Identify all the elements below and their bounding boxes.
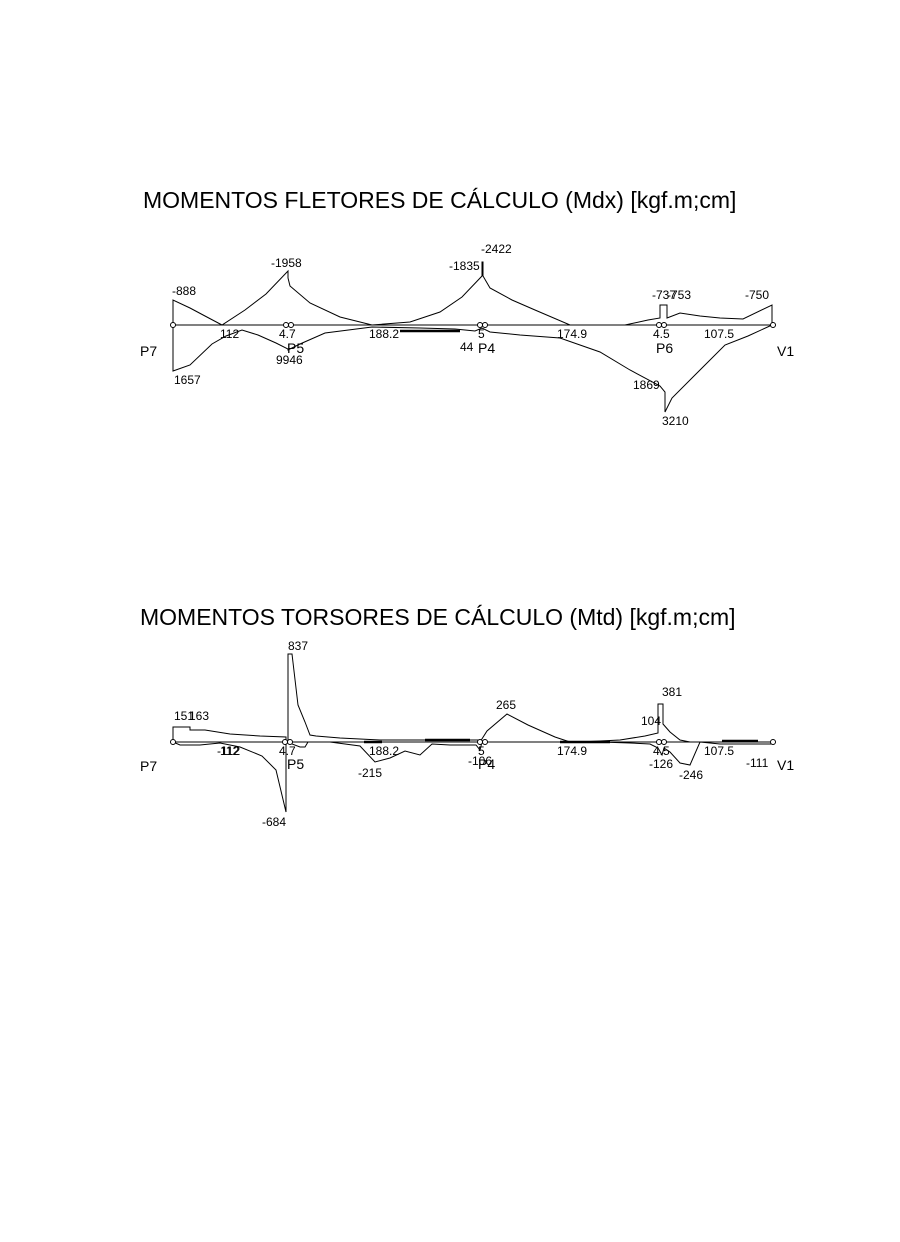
span-length-label: 112 [220,744,239,758]
moment-value-label: -1835 [449,259,480,273]
moment-curve-positive [172,324,773,413]
span-length-label: 188.2 [369,327,399,341]
torsion-value-label: 151 [174,709,194,723]
diagram-title: MOMENTOS TORSORES DE CÁLCULO (Mtd) [kgf.… [140,604,736,630]
torsion-curve-flat [364,738,758,744]
moment-value-label: -1958 [271,256,302,270]
span-length-label: 112 [220,327,239,341]
support-label-p5: P5 [287,340,304,356]
moment-value-label: -888 [172,284,196,298]
span-length-label: 4.7 [279,744,296,758]
moment-value-label: 1657 [174,373,201,387]
torsion-value-label: -112 [217,744,240,758]
moment-curve-negative [172,261,773,326]
moment-value-label: 3210 [662,414,689,428]
support-label-p5: P5 [287,756,304,772]
span-length-label: 174.9 [557,744,587,758]
torsion-value-label: 163 [189,709,209,723]
beam-nodes [170,739,776,745]
span-length-label: 5 [478,327,485,341]
torsion-moment-diagram: MOMENTOS TORSORES DE CÁLCULO (Mtd) [kgf.… [140,604,794,829]
torsion-value-label: -126 [649,757,673,771]
moment-value-label: 9946 [276,353,303,367]
moment-value-label: -750 [745,288,769,302]
diagram-title: MOMENTOS FLETORES DE CÁLCULO (Mdx) [kgf.… [143,187,736,213]
span-length-label: 188.2 [369,744,399,758]
support-label-p4: P4 [478,756,495,772]
span-length-label: 107.5 [704,744,734,758]
torsion-value-label: 381 [662,685,682,699]
support-label-p6: P6 [656,340,673,356]
moment-value-label: 44 [460,340,474,354]
bending-moment-diagram: MOMENTOS FLETORES DE CÁLCULO (Mdx) [kgf.… [140,187,794,428]
torsion-curve-lower [172,741,773,813]
torsion-value-label: -684 [262,815,286,829]
moment-value-label: -737 [652,288,676,302]
torsion-value-label: 837 [288,639,308,653]
moment-value-label: -2422 [481,242,512,256]
span-length-label: 174.9 [557,327,587,341]
torsion-value-label: -111 [746,756,769,770]
torsion-value-label: 265 [496,698,516,712]
span-length-label: 5 [478,744,485,758]
span-length-label: 4.5 [653,744,670,758]
span-length-label: 4.7 [279,327,296,341]
moment-value-label: -753 [667,288,691,302]
support-label-p7: P7 [140,758,157,774]
torsion-value-label: -215 [358,766,382,780]
support-label-v1: V1 [777,757,794,773]
span-length-label: 4.5 [653,327,670,341]
moment-value-label: 1869 [633,378,660,392]
torsion-value-label: -246 [679,768,703,782]
beam-nodes [170,322,776,328]
support-label-p7: P7 [140,343,157,359]
torsion-curve-upper [172,653,691,743]
support-label-p4: P4 [478,340,495,356]
torsion-value-label: -106 [468,754,492,768]
span-length-label: 107.5 [704,327,734,341]
torsion-value-label: 104 [641,714,661,728]
support-label-v1: V1 [777,343,794,359]
